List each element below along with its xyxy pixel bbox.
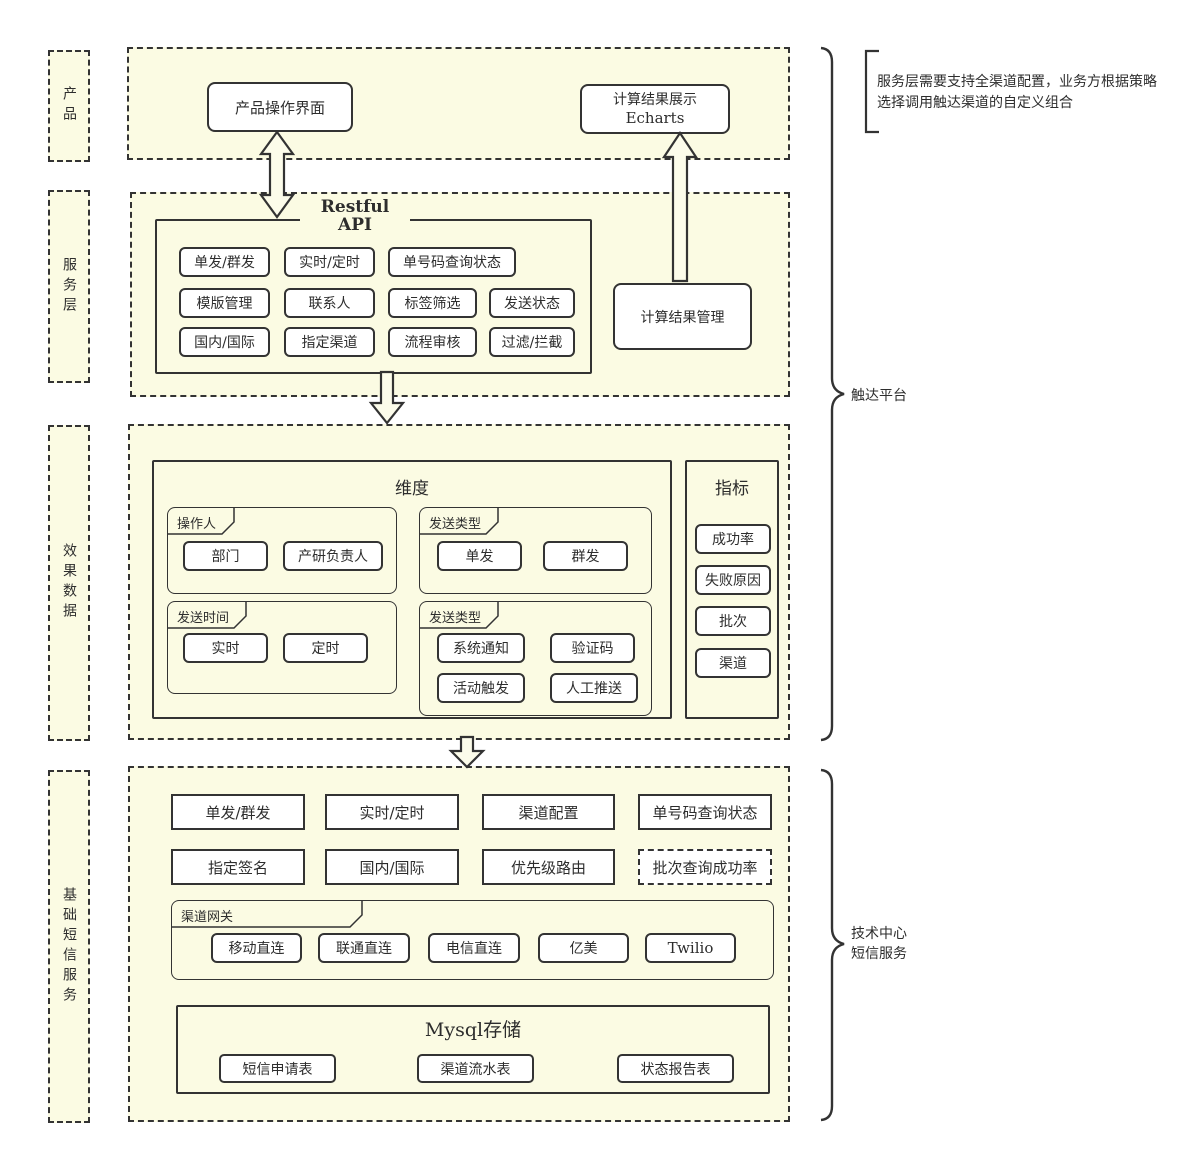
mysql-table-node: 渠道流水表 [417, 1054, 534, 1083]
node-result-management: 计算结果管理 [613, 283, 752, 350]
api-node: 联系人 [284, 288, 375, 318]
note-text: 服务层需要支持全渠道配置，业务方根据策略 选择调用触达渠道的自定义组合 [877, 72, 1185, 114]
section-base-sms: 单发/群发 实时/定时 渠道配置 单号码查询状态 指定签名 国内/国际 优先级路… [128, 766, 790, 1122]
group-send-time-label: 发送时间 [177, 611, 230, 626]
dim-node: 活动触发 [437, 673, 525, 703]
dim-node: 定时 [283, 633, 368, 663]
api-node: 实时/定时 [284, 247, 375, 277]
api-node: 单号码查询状态 [388, 247, 516, 277]
indicator-title: 指标 [715, 479, 749, 499]
base-node-batch-success-rate: 批次查询成功率 [638, 849, 772, 885]
group-send-type-bottom: 发送类型 系统通知 验证码 活动触发 人工推送 [419, 601, 652, 716]
base-node: 单发/群发 [171, 794, 305, 830]
api-node: 流程审核 [388, 327, 477, 357]
gateway-node-twilio: Twilio [645, 933, 736, 963]
indicator-node: 渠道 [695, 648, 771, 678]
group-operator: 操作人 部门 产研负责人 [167, 507, 397, 594]
group-send-type-top: 发送类型 单发 群发 [419, 507, 652, 594]
section-product: 产品操作界面 计算结果展示 Echarts [127, 47, 790, 160]
dimension-box: 维度 操作人 部门 产研负责人 发送类型 单发 群发 发送时间 实时 定时 [152, 460, 672, 719]
dim-node: 人工推送 [550, 673, 638, 703]
mysql-table-node: 短信申请表 [219, 1054, 336, 1083]
base-node: 优先级路由 [482, 849, 615, 885]
restful-api-title-line1: Restful [320, 197, 390, 217]
base-node: 实时/定时 [325, 794, 459, 830]
restful-api-title: Restful API [300, 198, 410, 236]
api-node: 过滤/拦截 [489, 327, 575, 357]
section-service-layer: Restful API 单发/群发 实时/定时 单号码查询状态 模版管理 联系人… [130, 192, 790, 397]
gateway-node: 亿美 [538, 933, 629, 963]
gateway-node: 移动直连 [211, 933, 302, 963]
dim-node: 验证码 [550, 633, 635, 663]
dim-node: 部门 [183, 541, 268, 571]
api-node: 发送状态 [489, 288, 575, 318]
api-node: 指定渠道 [284, 327, 375, 357]
api-node: 单发/群发 [179, 247, 270, 277]
base-node: 渠道配置 [482, 794, 615, 830]
mysql-table-node: 状态报告表 [617, 1054, 734, 1083]
api-node: 标签筛选 [388, 288, 477, 318]
mysql-storage-title: Mysql存储 [424, 1019, 522, 1041]
node-echarts-display: 计算结果展示 Echarts [580, 84, 730, 134]
dim-node: 实时 [183, 633, 268, 663]
group-operator-label: 操作人 [177, 517, 217, 532]
group-send-time: 发送时间 实时 定时 [167, 601, 397, 694]
brace-label-touch-platform: 触达平台 [851, 388, 907, 404]
node-echarts-line2: Echarts [625, 109, 685, 127]
dim-node: 单发 [437, 541, 522, 571]
dim-node: 系统通知 [437, 633, 525, 663]
api-node: 模版管理 [179, 288, 270, 318]
brace-label-tech-center-line2: 短信服务 [851, 946, 907, 962]
base-node: 指定签名 [171, 849, 305, 885]
indicator-node: 批次 [695, 606, 771, 636]
gateway-node: 联通直连 [318, 933, 410, 963]
side-label-effect-data: 效果数据 [48, 425, 90, 741]
node-product-ui: 产品操作界面 [207, 82, 353, 132]
brace-label-tech-center-line1: 技术中心 [851, 926, 907, 942]
gateway-node: 电信直连 [428, 933, 520, 963]
dim-node: 群发 [543, 541, 628, 571]
side-label-service-layer: 服务层 [48, 190, 90, 383]
indicator-node: 成功率 [695, 524, 771, 554]
api-node: 国内/国际 [179, 327, 270, 357]
mysql-storage-box: Mysql存储 短信申请表 渠道流水表 状态报告表 [176, 1005, 770, 1094]
dim-node: 产研负责人 [283, 541, 383, 571]
dimension-title: 维度 [395, 479, 429, 499]
group-channel-gateway: 渠道网关 移动直连 联通直连 电信直连 亿美 Twilio [171, 900, 774, 980]
indicator-node: 失败原因 [695, 565, 771, 595]
base-node: 国内/国际 [325, 849, 459, 885]
section-effect-data: 维度 操作人 部门 产研负责人 发送类型 单发 群发 发送时间 实时 定时 [128, 424, 790, 740]
restful-api-title-line2: API [338, 215, 372, 235]
brace-touch-platform [820, 46, 845, 742]
side-label-product: 产品 [48, 50, 90, 162]
note-line1: 服务层需要支持全渠道配置，业务方根据策略 [877, 74, 1157, 90]
note-line2: 选择调用触达渠道的自定义组合 [877, 95, 1073, 111]
base-node: 单号码查询状态 [638, 794, 772, 830]
indicator-box: 指标 成功率 失败原因 批次 渠道 [685, 460, 779, 719]
group-send-type-top-label: 发送类型 [429, 517, 482, 532]
group-send-type-bottom-label: 发送类型 [429, 611, 482, 626]
brace-label-tech-center: 技术中心 短信服务 [851, 924, 907, 964]
arrow-effect-base [448, 735, 486, 769]
brace-tech-center [820, 768, 845, 1122]
node-echarts-line1: 计算结果展示 [613, 92, 697, 108]
group-channel-gateway-label: 渠道网关 [181, 910, 234, 925]
side-label-base-sms: 基础短信服务 [48, 770, 90, 1123]
